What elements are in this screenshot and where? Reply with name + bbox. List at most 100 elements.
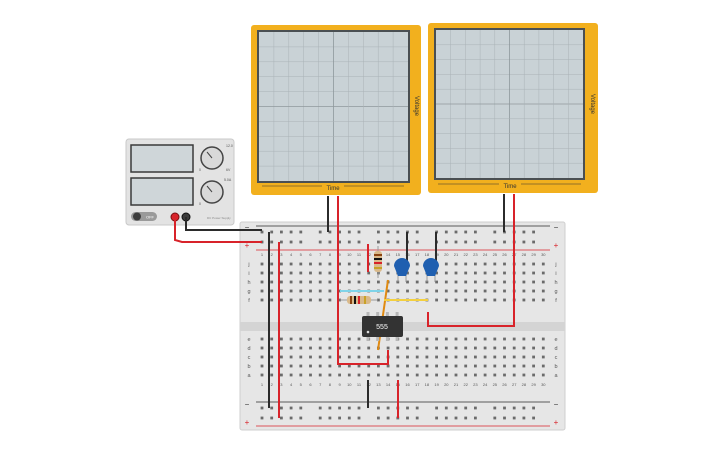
breadboard-hole[interactable]: [454, 373, 458, 377]
breadboard-hole[interactable]: [474, 364, 477, 368]
breadboard-hole[interactable]: [309, 355, 312, 359]
breadboard-hole[interactable]: [406, 271, 409, 275]
wires[interactable]: [174, 194, 515, 418]
rail-hole[interactable]: [299, 406, 303, 410]
rail-hole[interactable]: [318, 416, 322, 420]
breadboard-hole[interactable]: [464, 271, 468, 275]
breadboard-hole[interactable]: [435, 280, 438, 284]
breadboard-hole[interactable]: [503, 373, 506, 377]
rail-hole[interactable]: [347, 230, 351, 234]
breadboard-hole[interactable]: [367, 280, 371, 284]
breadboard-hole[interactable]: [444, 337, 448, 341]
breadboard-hole[interactable]: [444, 346, 448, 350]
breadboard-hole[interactable]: [328, 373, 332, 377]
breadboard-hole[interactable]: [541, 262, 545, 266]
breadboard-hole[interactable]: [493, 373, 497, 377]
breadboard-hole[interactable]: [338, 346, 341, 350]
rail-hole[interactable]: [415, 230, 419, 234]
rail-hole[interactable]: [512, 416, 516, 420]
breadboard-hole[interactable]: [415, 373, 419, 377]
breadboard-hole[interactable]: [367, 364, 371, 368]
breadboard-hole[interactable]: [260, 373, 264, 377]
breadboard-hole[interactable]: [289, 262, 293, 266]
breadboard-hole[interactable]: [512, 364, 516, 368]
rail-hole[interactable]: [318, 230, 322, 234]
breadboard-hole[interactable]: [367, 373, 371, 377]
rail-hole[interactable]: [386, 240, 390, 244]
breadboard-hole[interactable]: [377, 355, 380, 359]
breadboard-hole[interactable]: [493, 262, 497, 266]
rail-hole[interactable]: [299, 416, 303, 420]
breadboard-hole[interactable]: [483, 364, 487, 368]
rail-hole[interactable]: [435, 406, 438, 410]
rail-hole[interactable]: [464, 416, 468, 420]
breadboard-hole[interactable]: [435, 298, 438, 302]
breadboard-hole[interactable]: [260, 280, 264, 284]
rail-hole[interactable]: [289, 240, 293, 244]
rail-hole[interactable]: [464, 406, 468, 410]
breadboard-hole[interactable]: [425, 337, 429, 341]
breadboard-hole[interactable]: [415, 280, 419, 284]
breadboard-hole[interactable]: [512, 346, 516, 350]
breadboard-hole[interactable]: [309, 271, 312, 275]
breadboard-hole[interactable]: [338, 289, 341, 293]
breadboard-hole[interactable]: [406, 280, 409, 284]
breadboard-hole[interactable]: [396, 373, 400, 377]
breadboard-hole[interactable]: [328, 262, 332, 266]
breadboard-hole[interactable]: [503, 280, 506, 284]
breadboard-hole[interactable]: [318, 346, 322, 350]
rail-hole[interactable]: [444, 416, 448, 420]
breadboard-hole[interactable]: [406, 364, 409, 368]
breadboard-hole[interactable]: [522, 262, 526, 266]
breadboard-hole[interactable]: [280, 364, 283, 368]
breadboard-hole[interactable]: [522, 337, 526, 341]
breadboard-hole[interactable]: [503, 271, 506, 275]
wire-scope-left-probe[interactable]: [337, 196, 389, 365]
breadboard-hole[interactable]: [260, 337, 264, 341]
breadboard-hole[interactable]: [522, 364, 526, 368]
breadboard-hole[interactable]: [522, 280, 526, 284]
breadboard-hole[interactable]: [309, 280, 312, 284]
breadboard-hole[interactable]: [377, 298, 380, 302]
rail-hole[interactable]: [357, 230, 361, 234]
breadboard-hole[interactable]: [483, 262, 487, 266]
components[interactable]: 555: [340, 246, 439, 341]
breadboard-hole[interactable]: [483, 337, 487, 341]
rail-hole[interactable]: [532, 406, 535, 410]
breadboard-hole[interactable]: [406, 346, 409, 350]
breadboard-hole[interactable]: [386, 289, 390, 293]
rail-hole[interactable]: [522, 240, 526, 244]
breadboard-hole[interactable]: [270, 271, 274, 275]
breadboard-hole[interactable]: [532, 364, 535, 368]
rail-hole[interactable]: [522, 416, 526, 420]
resistor-horizontal[interactable]: [340, 296, 378, 304]
breadboard-hole[interactable]: [260, 364, 264, 368]
breadboard-hole[interactable]: [512, 355, 516, 359]
breadboard-hole[interactable]: [338, 373, 341, 377]
breadboard-hole[interactable]: [280, 355, 283, 359]
breadboard-hole[interactable]: [464, 280, 468, 284]
breadboard-hole[interactable]: [396, 346, 400, 350]
breadboard-hole[interactable]: [299, 289, 303, 293]
breadboard-hole[interactable]: [338, 271, 341, 275]
breadboard-hole[interactable]: [318, 364, 322, 368]
breadboard-hole[interactable]: [280, 271, 283, 275]
breadboard-hole[interactable]: [444, 280, 448, 284]
breadboard-hole[interactable]: [474, 262, 477, 266]
rail-hole[interactable]: [493, 240, 497, 244]
breadboard-hole[interactable]: [347, 337, 351, 341]
rail-hole[interactable]: [270, 416, 274, 420]
rail-hole[interactable]: [270, 240, 274, 244]
breadboard-hole[interactable]: [415, 346, 419, 350]
rail-hole[interactable]: [338, 240, 341, 244]
breadboard-hole[interactable]: [338, 355, 341, 359]
breadboard-hole[interactable]: [357, 346, 361, 350]
breadboard-hole[interactable]: [270, 298, 274, 302]
breadboard-hole[interactable]: [464, 337, 468, 341]
rail-hole[interactable]: [318, 406, 322, 410]
wire-orange-jumper[interactable]: [377, 279, 389, 351]
rail-hole[interactable]: [474, 416, 477, 420]
breadboard-hole[interactable]: [338, 262, 341, 266]
breadboard-hole[interactable]: [289, 373, 293, 377]
rail-hole[interactable]: [357, 406, 361, 410]
